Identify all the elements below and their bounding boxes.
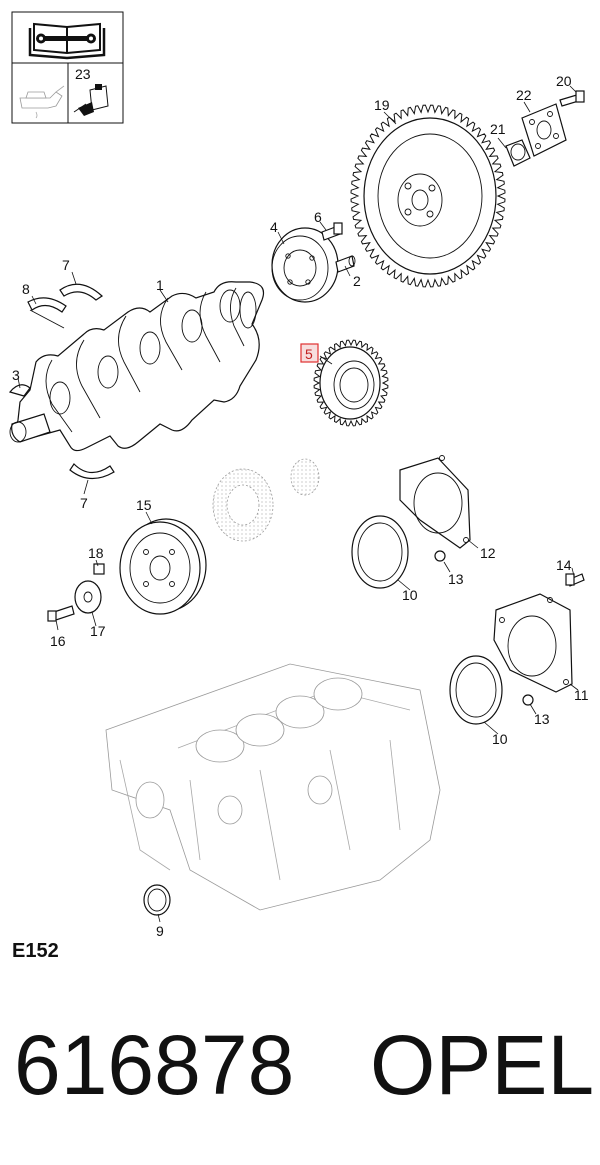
- pulley-15: [119, 518, 207, 615]
- callout-2[interactable]: 2: [353, 273, 361, 289]
- icon-box: 23: [11, 11, 124, 124]
- callout-1[interactable]: 1: [156, 277, 164, 293]
- timing-gear-ghost: [212, 458, 320, 542]
- callout-14[interactable]: 14: [556, 557, 572, 573]
- part-number: 616878: [14, 1018, 294, 1112]
- callout-6[interactable]: 6: [314, 209, 322, 225]
- sealant-tube-icon: [73, 84, 109, 116]
- leader-lines: [17, 85, 579, 923]
- bearing-shell-7-bottom: [69, 463, 115, 480]
- seal-carrier-11: [493, 593, 573, 693]
- bolt-18: [93, 563, 105, 575]
- seal-ring-10-lower: [449, 655, 503, 725]
- crankshaft-1: [9, 281, 265, 452]
- callout-3[interactable]: 3: [12, 367, 20, 383]
- callout-10-upper[interactable]: 10: [402, 587, 418, 603]
- callout-16[interactable]: 16: [50, 633, 66, 649]
- callout-5[interactable]: 5: [305, 346, 313, 362]
- callout-22[interactable]: 22: [516, 87, 532, 103]
- callout-4[interactable]: 4: [270, 219, 278, 235]
- repair-manual-book-wrench-icon: [28, 22, 106, 60]
- plate-22: [521, 103, 567, 157]
- flywheel: [350, 104, 506, 288]
- icon-box-label-23: 23: [75, 66, 91, 82]
- dowel-pin-2: [335, 255, 356, 273]
- callouts: 1 2 3 4 5 6 7 7 8 9 10 10 11 12 13 13 14…: [12, 73, 589, 939]
- seal-ring-10-upper: [351, 515, 409, 589]
- bolt-16: [47, 605, 75, 622]
- nut-13-upper: [434, 550, 446, 562]
- callout-20[interactable]: 20: [556, 73, 572, 89]
- bolt-14: [565, 573, 585, 587]
- bearing-shell-8: [27, 297, 67, 329]
- callout-21[interactable]: 21: [490, 121, 506, 137]
- callout-12[interactable]: 12: [480, 545, 496, 561]
- callout-11[interactable]: 11: [574, 687, 589, 703]
- callout-18[interactable]: 18: [88, 545, 104, 561]
- callout-7-top[interactable]: 7: [62, 257, 70, 273]
- callout-19[interactable]: 19: [374, 97, 390, 113]
- callout-13-lower[interactable]: 13: [534, 711, 550, 727]
- seal-ring-9: [143, 884, 171, 916]
- callout-9[interactable]: 9: [156, 923, 164, 939]
- bearing-shell-7-top: [59, 283, 103, 301]
- nut-13-lower: [522, 694, 534, 706]
- callout-10-lower[interactable]: 10: [492, 731, 508, 747]
- engine-block-ghost: [105, 663, 441, 911]
- callout-17[interactable]: 17: [90, 623, 106, 639]
- highlight-box-part-5: [300, 343, 319, 363]
- bushing-21: [505, 139, 531, 167]
- bolt-20: [559, 90, 585, 107]
- callout-8[interactable]: 8: [22, 281, 30, 297]
- woodruff-key-3: [8, 384, 31, 397]
- sprocket-5: [313, 339, 389, 427]
- brand-name: OPEL: [370, 1018, 594, 1112]
- callout-15[interactable]: 15: [136, 497, 152, 513]
- washer-17: [74, 580, 102, 614]
- seal-carrier-12: [399, 455, 471, 549]
- callout-13-upper[interactable]: 13: [448, 571, 464, 587]
- diagram-code: E152: [12, 940, 59, 962]
- bolt-6: [321, 222, 343, 241]
- oil-can-icon: [19, 85, 65, 119]
- callout-7-bottom[interactable]: 7: [80, 495, 88, 511]
